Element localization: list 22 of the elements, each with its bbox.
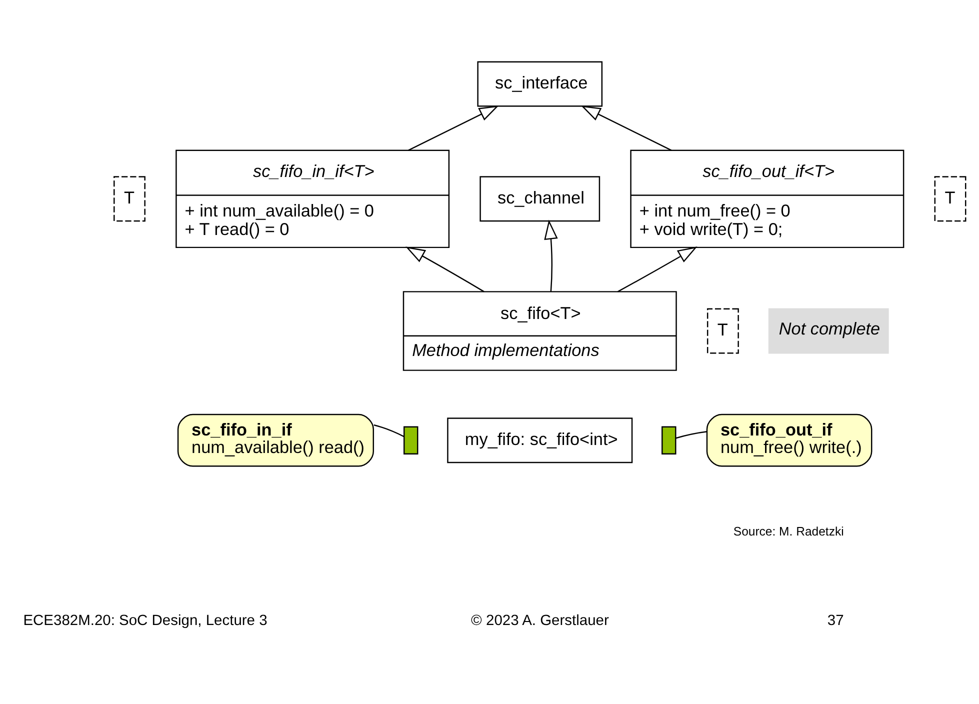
connector (374, 424, 404, 437)
arrow (617, 246, 698, 292)
node-box (662, 426, 676, 454)
arrow (544, 219, 558, 292)
label: 37 (827, 612, 844, 628)
node-box: my_fifo: sc_fifo<int> (447, 417, 633, 463)
label: ECE382M.20: SoC Design, Lecture 3 (23, 612, 268, 628)
label: Source: M. Radetzki (733, 524, 844, 538)
node-box: sc_interface (477, 60, 603, 106)
connector (676, 430, 708, 438)
node-box: T (114, 176, 146, 222)
node-box: sc_channel (480, 176, 600, 222)
arrow (406, 246, 484, 292)
node-box: Not complete (768, 308, 889, 354)
node-box: sc_fifo_in_if num_available() read() (177, 413, 374, 466)
node-box: sc_fifo_out_if num_free() write(.) (706, 413, 872, 466)
node-box (404, 426, 418, 454)
arrow (408, 105, 499, 150)
node-box: T (934, 176, 966, 222)
label: © 2023 A. Gerstlauer (471, 612, 609, 628)
arrow (580, 105, 672, 150)
node-box: T (706, 308, 739, 354)
